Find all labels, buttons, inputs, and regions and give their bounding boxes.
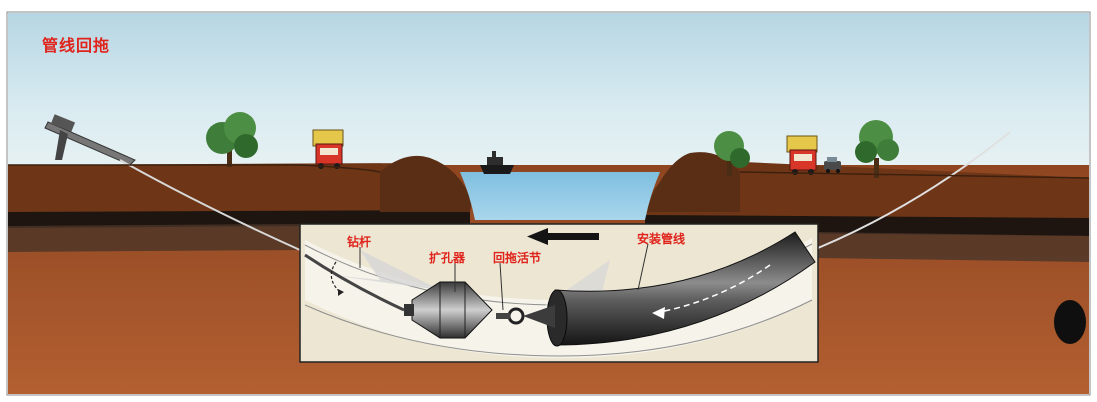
truck-icon xyxy=(786,135,818,175)
right-bank xyxy=(648,152,740,212)
drill-rod xyxy=(304,253,405,312)
exit-hole xyxy=(1054,300,1086,344)
clay-stratum-right xyxy=(818,232,1089,262)
river xyxy=(460,172,660,220)
clay-stratum-left xyxy=(8,224,300,252)
diagram-title: 管线回拖 xyxy=(42,36,111,55)
tree-icon xyxy=(714,131,750,176)
label-product-pipe: 安装管线 xyxy=(637,232,686,246)
ground-surface xyxy=(8,164,1090,179)
label-drill-rod: 钻杆 xyxy=(347,235,372,249)
reamer-icon xyxy=(404,281,493,339)
soil-layer-left xyxy=(8,162,470,215)
soil-layer-right xyxy=(645,159,1089,222)
label-swivel: 回拖活节 xyxy=(493,251,542,265)
pull-direction-dashed xyxy=(659,264,771,313)
product-pipe xyxy=(554,231,816,346)
car-icon xyxy=(824,157,841,173)
leader-line xyxy=(637,243,649,291)
boat-icon xyxy=(480,151,514,174)
pullback-arrow-icon xyxy=(527,228,599,245)
fluid-spray xyxy=(330,250,440,290)
truck-icon xyxy=(312,129,344,169)
tree-icon xyxy=(206,112,258,167)
rotation-arrow-icon xyxy=(330,261,341,293)
bore-path-entry xyxy=(119,159,301,251)
borehole-wall-bottom xyxy=(304,299,813,357)
label-reamer: 扩孔器 xyxy=(429,251,466,265)
bore-path-exit xyxy=(817,131,1011,249)
pipe-arrow-icon xyxy=(652,307,665,319)
sky xyxy=(8,13,1089,173)
swivel-icon xyxy=(496,305,555,328)
left-bank xyxy=(380,155,472,212)
tree-icon xyxy=(855,120,899,178)
leader-line xyxy=(499,262,504,311)
